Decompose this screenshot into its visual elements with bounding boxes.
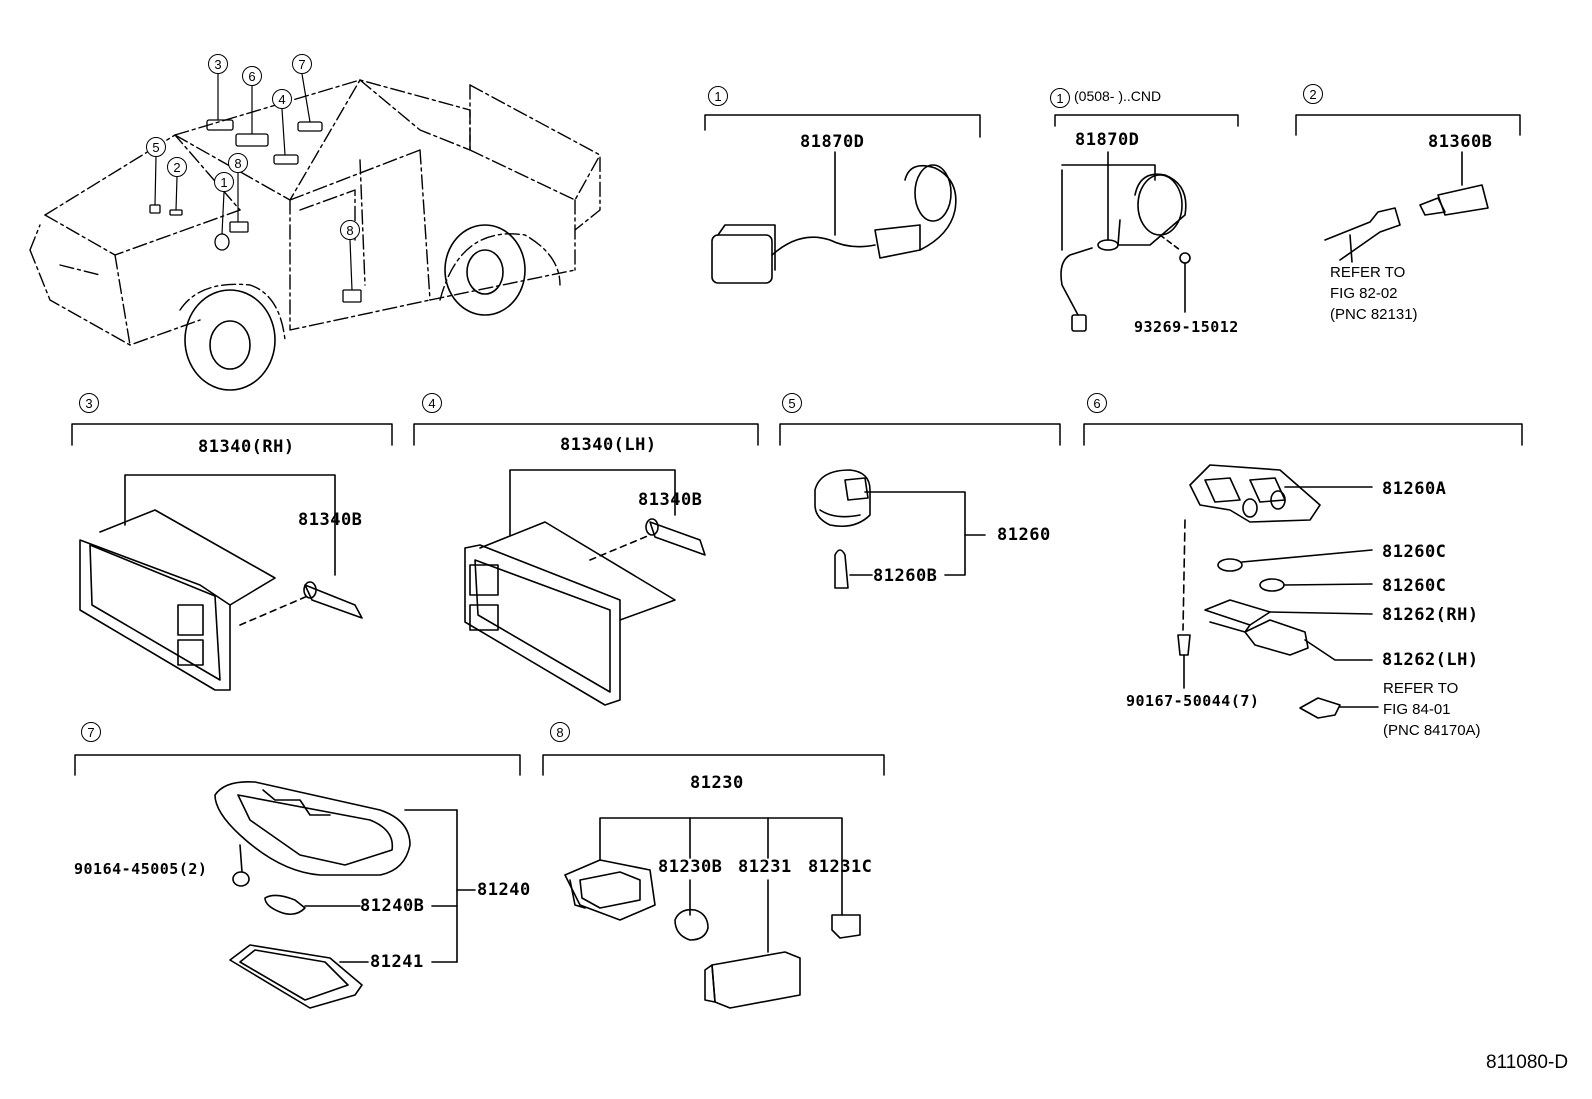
part-81340-lh (464, 469, 706, 706)
part-81260a-assembly (1177, 464, 1379, 719)
label-81340-rh: 81340(RH) (198, 437, 295, 457)
truck-callout-4: 4 (272, 89, 292, 109)
label-81231c: 81231C (808, 857, 873, 877)
vehicle-wheels (184, 224, 526, 391)
section-number-1: 1 (708, 86, 728, 106)
refer-fig-82-02-line1: REFER TO (1330, 264, 1406, 281)
label-81870d-a: 81870D (800, 132, 865, 152)
section-number-5: 5 (782, 393, 802, 413)
part-81230-assembly (564, 817, 861, 1009)
section-number-3: 3 (79, 393, 99, 413)
label-81262-rh: 81262(RH) (1382, 605, 1479, 625)
truck-callout-2: 2 (167, 157, 187, 177)
vehicle-outline (29, 79, 601, 346)
label-81260c-1: 81260C (1382, 542, 1447, 562)
label-81231: 81231 (738, 857, 792, 877)
vehicle-callout-leaders (154, 73, 353, 291)
label-81340-lh: 81340(LH) (560, 435, 657, 455)
section-number-6: 6 (1087, 393, 1107, 413)
label-81260b: 81260B (873, 566, 938, 586)
label-90167-50044: 90167-50044(7) (1126, 692, 1260, 710)
note-81870d-cnd: (0508- )..CND (1074, 88, 1162, 104)
diagram-id: 811080-D (1486, 1052, 1569, 1073)
section-number-1-cnd: 1 (1050, 88, 1070, 108)
label-81260c-2: 81260C (1382, 576, 1447, 596)
label-81241: 81241 (370, 952, 424, 972)
truck-callout-8-top: 8 (228, 153, 248, 173)
section-number-8: 8 (550, 722, 570, 742)
part-81260 (814, 469, 986, 589)
label-81360b: 81360B (1428, 132, 1493, 152)
part-81870d-b (1060, 151, 1191, 332)
refer-fig-84-01-line1: REFER TO (1383, 680, 1459, 697)
section-number-2: 2 (1303, 84, 1323, 104)
section-brackets (71, 114, 1523, 776)
refer-fig-84-01-line2: FIG 84-01 (1383, 701, 1451, 718)
part-81240-assembly (214, 780, 476, 1009)
truck-callout-8-door: 8 (340, 220, 360, 240)
part-81870d-a (711, 151, 957, 284)
refer-fig-82-02-line3: (PNC 82131) (1330, 306, 1418, 323)
truck-callout-5: 5 (146, 137, 166, 157)
part-81340-rh (79, 474, 363, 691)
truck-callout-1: 1 (214, 172, 234, 192)
label-81262-lh: 81262(LH) (1382, 650, 1479, 670)
label-81870d-b: 81870D (1075, 130, 1140, 150)
label-81230: 81230 (690, 773, 744, 793)
section-number-4: 4 (422, 393, 442, 413)
label-81240: 81240 (477, 880, 531, 900)
label-81230b: 81230B (658, 857, 723, 877)
truck-callout-7: 7 (292, 54, 312, 74)
label-81240b: 81240B (360, 896, 425, 916)
vehicle-lamp-locations (149, 119, 362, 303)
label-81260: 81260 (997, 525, 1051, 545)
truck-callout-3: 3 (208, 54, 228, 74)
label-93269-15012: 93269-15012 (1134, 318, 1239, 336)
part-81360b (1324, 151, 1489, 263)
label-81260a: 81260A (1382, 479, 1447, 499)
truck-callout-6: 6 (242, 66, 262, 86)
refer-fig-84-01-line3: (PNC 84170A) (1383, 722, 1481, 739)
label-81340b-rh: 81340B (298, 510, 363, 530)
label-81340b-lh: 81340B (638, 490, 703, 510)
label-90164-45005: 90164-45005(2) (74, 860, 208, 878)
refer-fig-82-02-line2: FIG 82-02 (1330, 285, 1398, 302)
section-number-7: 7 (81, 722, 101, 742)
